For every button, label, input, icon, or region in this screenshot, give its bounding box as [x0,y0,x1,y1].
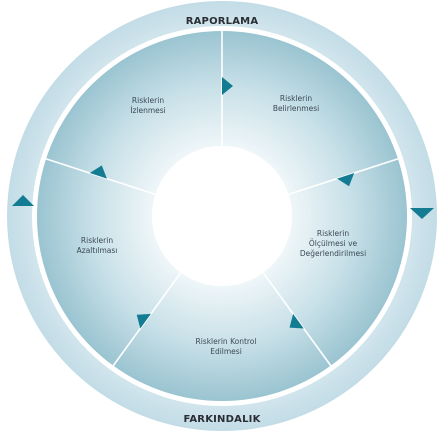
segment-label-line: Risklerin [132,96,164,105]
segment-label-line: Risklerin [81,236,113,245]
cycle-arrow-icon [136,313,151,329]
segment-label-line: Değerlendirilmesi [300,249,366,258]
segment-label-line: Risklerin [317,229,349,238]
segment-label-line: Ölçülmesi ve [309,239,358,248]
cycle-segment [37,158,181,366]
cycle-segments [37,30,407,402]
cycle-arrows [89,77,355,329]
segment-divider [42,156,156,196]
segment-label-line: Belirlenmesi [273,104,319,113]
cycle-segment [222,31,398,195]
segment-label-line: Risklerin [280,94,312,103]
cycle-segment [113,272,331,402]
segment-divider [288,156,402,196]
cycle-arrow-icon [337,173,355,187]
left-ring-arrow-icon [12,195,34,206]
segment-label-line: Azaltılması [77,246,118,255]
segment-label-line: Edilmesi [210,347,242,356]
cycle-arrow-icon [289,313,304,329]
segment-label-line: Risklerin Kontrol [196,337,257,346]
right-ring-arrow-icon [410,208,434,219]
bottom-label: FARKINDALIK [183,414,261,425]
top-label: RAPORLAMA [186,16,259,27]
center-hole [152,146,292,286]
cycle-arrow-icon [89,165,107,179]
cycle-segment [46,30,222,195]
segment-label-line: İzlenmesi [130,106,166,115]
cycle-arrow-icon [222,77,233,95]
cycle-segment [263,158,407,366]
